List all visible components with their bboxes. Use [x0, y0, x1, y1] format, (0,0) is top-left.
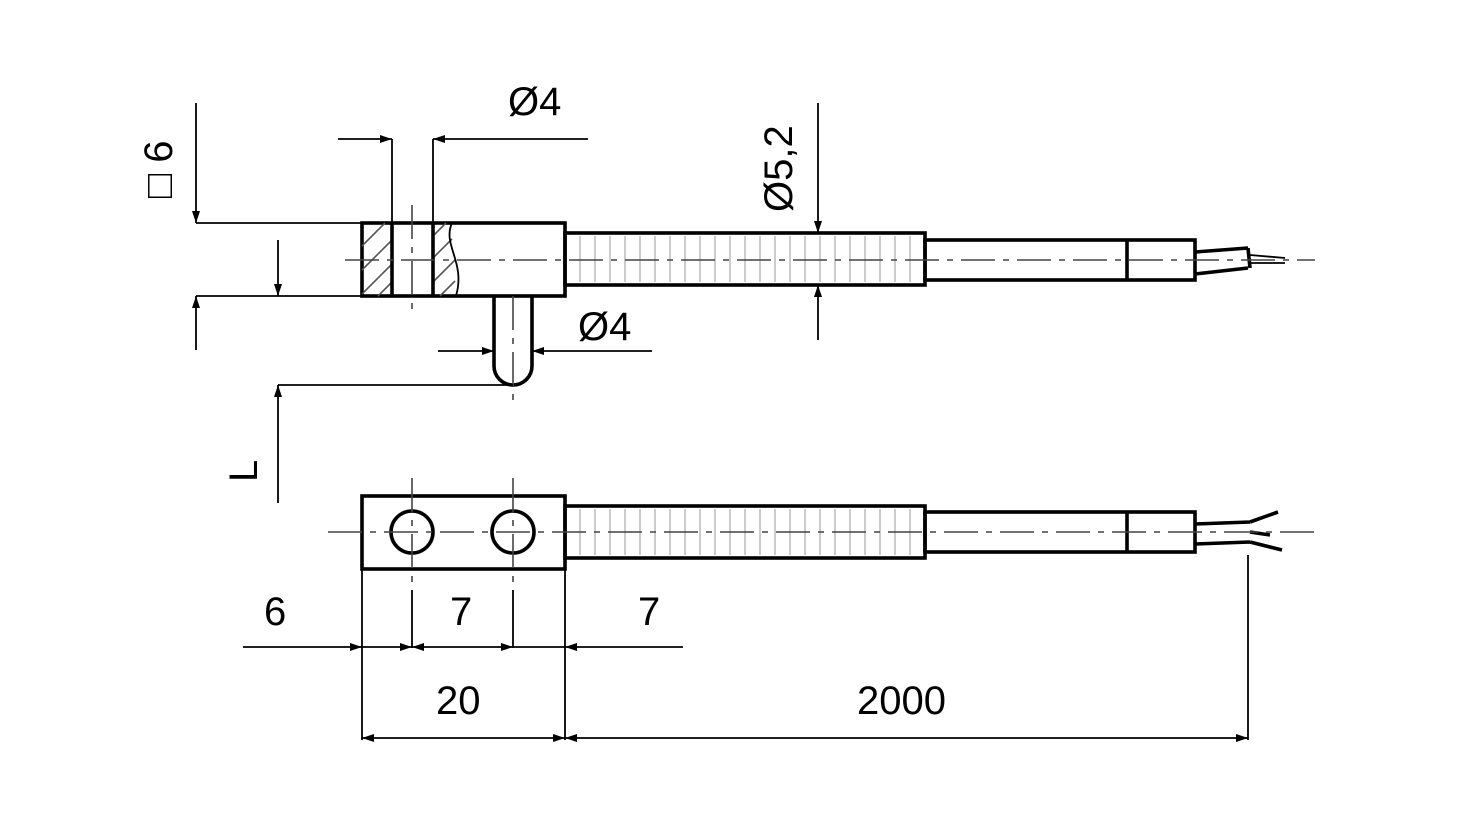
section-hatching — [361, 222, 456, 297]
dim-hole-edge-7: 7 — [638, 590, 660, 634]
dim-offset-6: 6 — [264, 590, 286, 634]
dim-length-L: L — [222, 460, 266, 482]
sleeve-ribs — [579, 236, 911, 282]
break-line — [448, 222, 460, 297]
dim-cable-length-2000: 2000 — [857, 679, 946, 723]
dim-pin-dia-top: Ø4 — [508, 80, 561, 124]
dim-square-6: □ 6 — [137, 140, 181, 198]
dim-sleeve-dia: Ø5,2 — [757, 125, 801, 212]
dim-hole-pitch-7: 7 — [450, 590, 472, 634]
cable-wires-plan — [1194, 510, 1283, 552]
side-view: □ 6 Ø4 Ø5,2 Ø4 L — [137, 80, 1315, 503]
plan-view: 6 7 7 20 2000 — [243, 478, 1315, 742]
cable-wires — [1194, 246, 1252, 276]
dim-pin-dia-side: Ø4 — [578, 305, 631, 349]
dim-body-length-20: 20 — [436, 679, 481, 723]
